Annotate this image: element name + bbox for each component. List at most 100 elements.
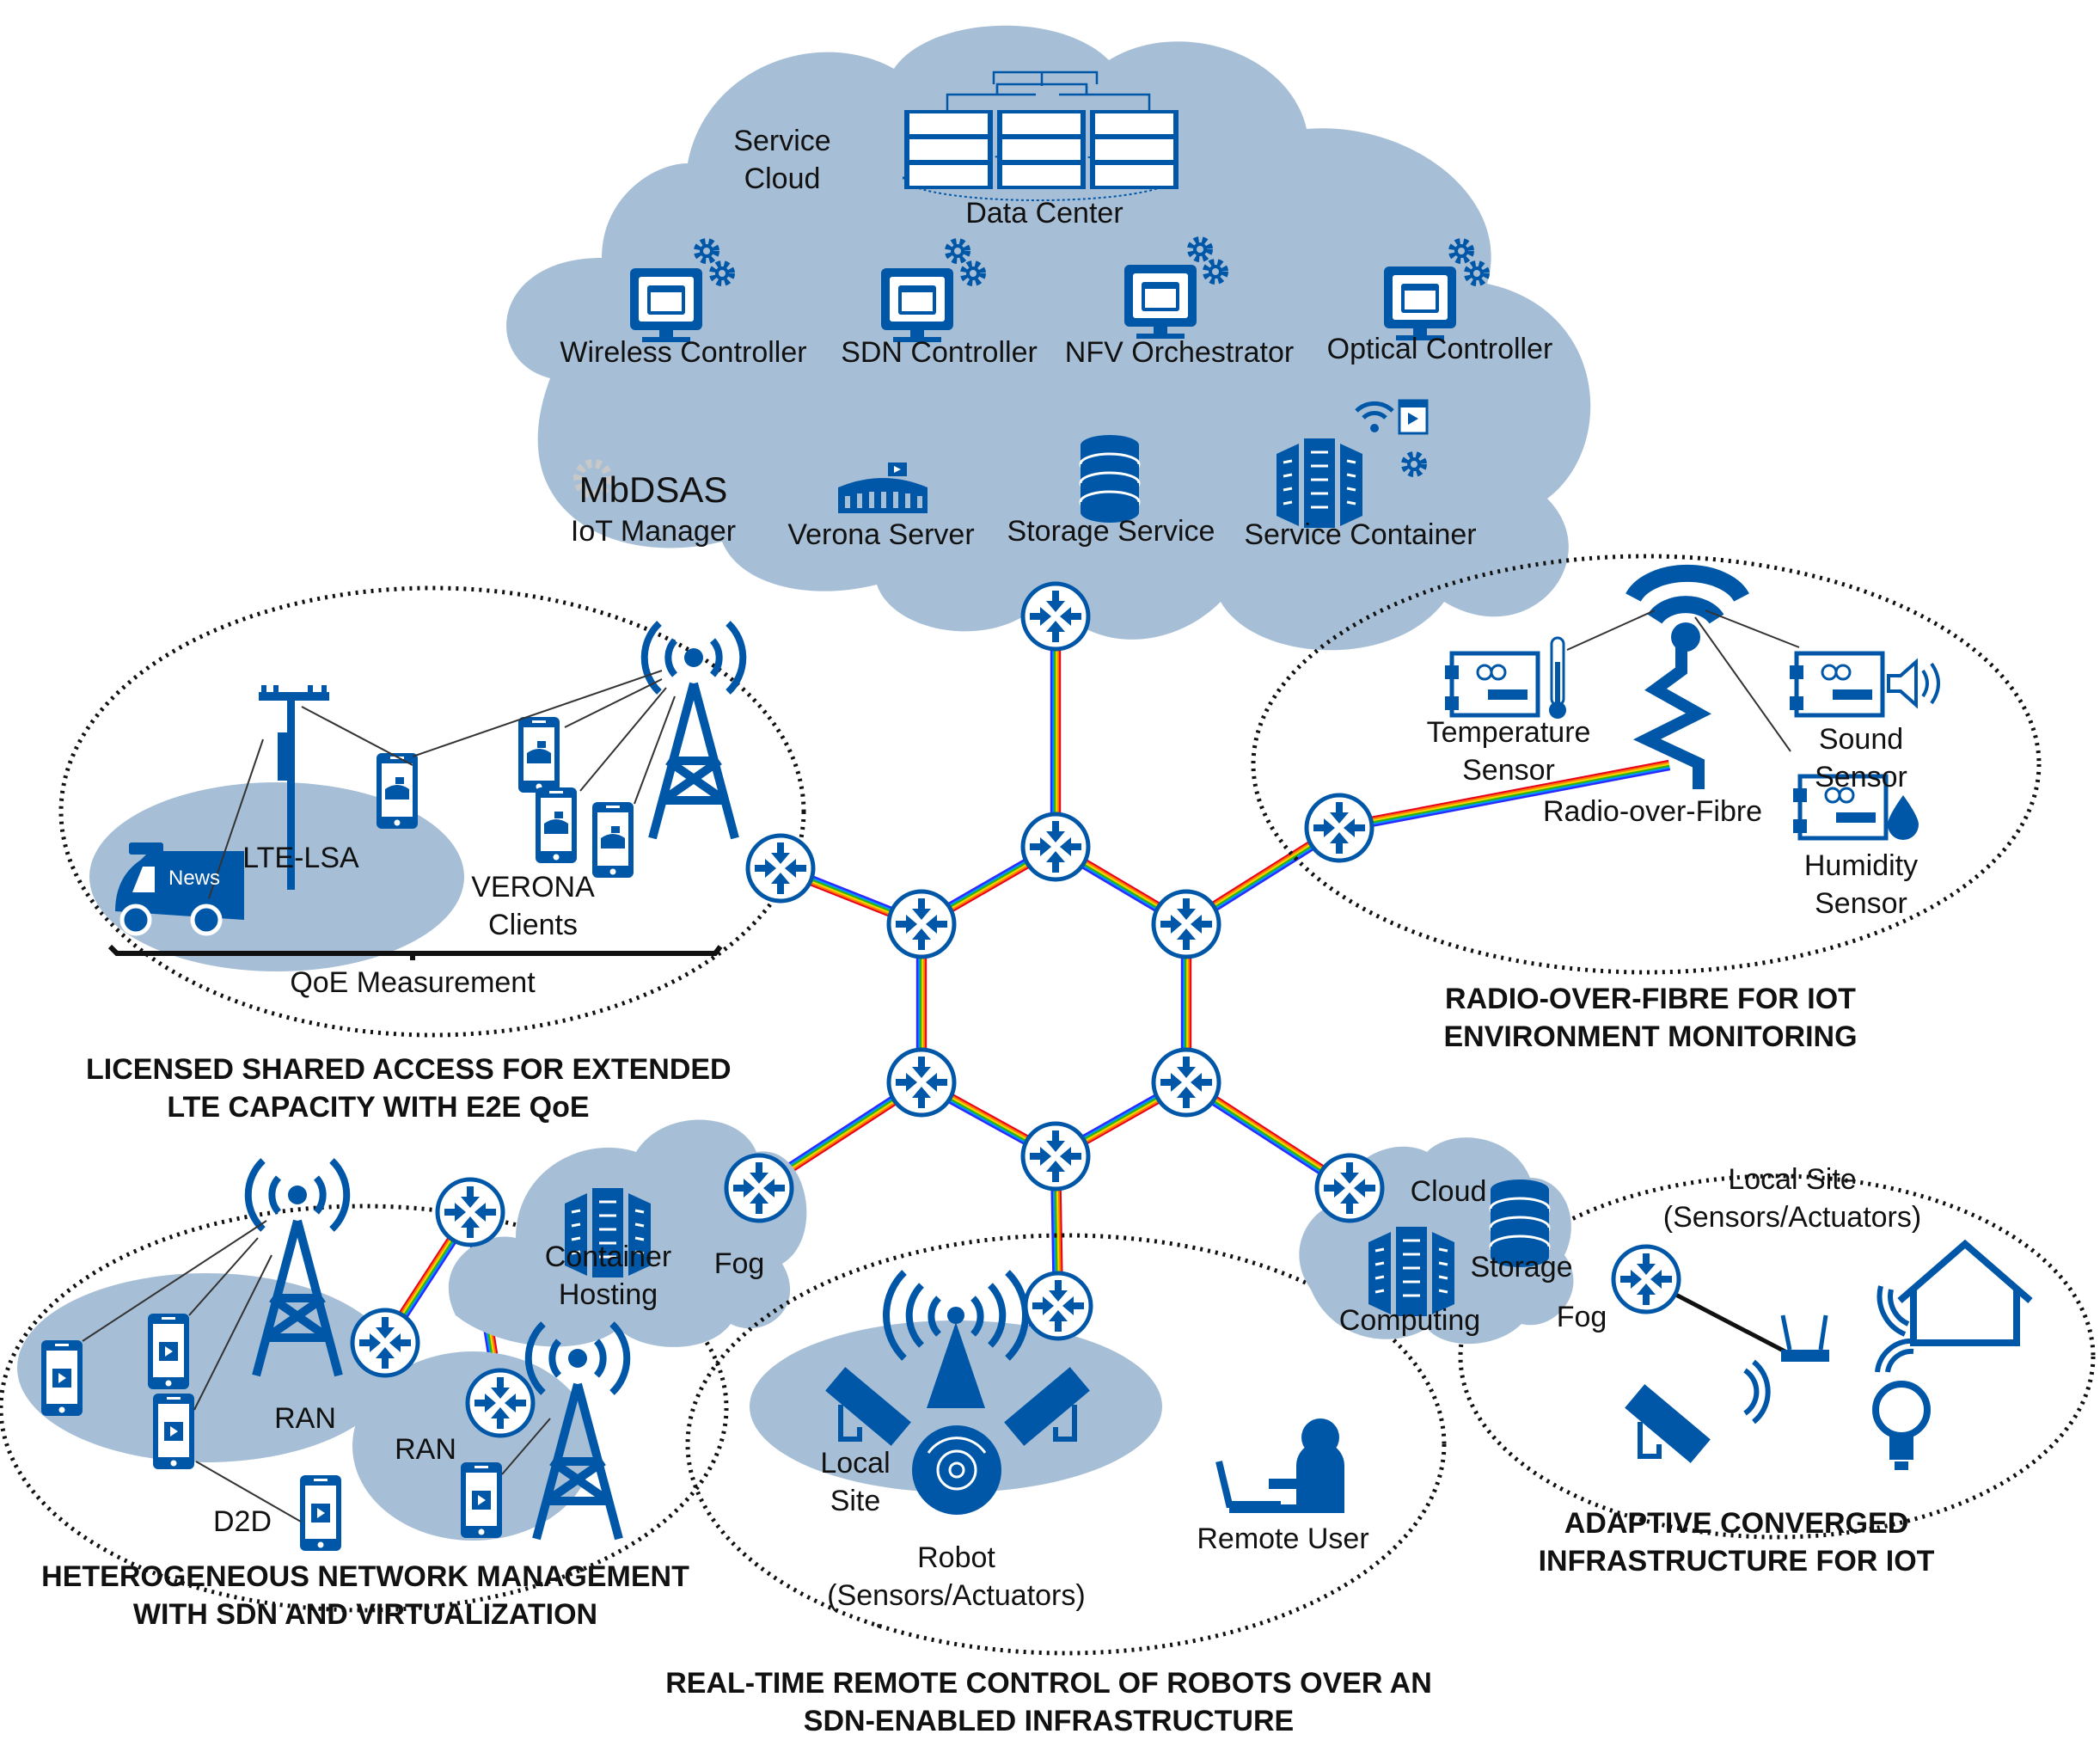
fiber-strand bbox=[1338, 764, 1670, 830]
robot-local-line2: Site bbox=[830, 1485, 881, 1517]
humidity-line1: Humidity bbox=[1803, 849, 1919, 882]
fog-label-left: Fog bbox=[713, 1247, 765, 1280]
rof-title-line2: ENVIRONMENT MONITORING bbox=[1443, 1020, 1858, 1053]
robot-icon bbox=[912, 1425, 1001, 1515]
aci-local-site-label: Local Site (Sensors/Actuators) bbox=[1650, 1161, 1934, 1236]
router-icon[interactable] bbox=[1154, 1050, 1219, 1115]
router-icon[interactable] bbox=[1317, 1155, 1382, 1221]
wireless-controller-label[interactable]: Wireless Controller bbox=[560, 336, 807, 369]
iot-manager-label[interactable]: IoT Manager bbox=[570, 515, 737, 548]
aci-local-line2: (Sensors/Actuators) bbox=[1662, 1201, 1922, 1234]
lte-section-title: LICENSED SHARED ACCESS FOR EXTENDED LTE … bbox=[86, 1051, 732, 1126]
rof-section bbox=[1251, 554, 2042, 975]
sound-sensor-label: Sound Sensor bbox=[1797, 720, 1926, 796]
router-icon[interactable] bbox=[748, 836, 813, 901]
hetnet-section-title: HETEROGENEOUS NETWORK MANAGEMENT WITH SD… bbox=[17, 1558, 713, 1633]
temperature-sensor-label: Temperature Sensor bbox=[1418, 714, 1599, 789]
speaker-icon bbox=[1887, 658, 1940, 709]
aci-cloud-label: Cloud bbox=[1410, 1175, 1487, 1208]
storage-service-label[interactable]: Storage Service bbox=[1007, 515, 1215, 548]
container-line2: Hosting bbox=[558, 1278, 658, 1311]
qoe-measurement-label: QoE Measurement bbox=[290, 966, 536, 999]
service-cloud-label-line2: Cloud bbox=[744, 162, 821, 195]
service-cloud-label: Service Cloud bbox=[731, 122, 834, 198]
radio-over-fibre-label: Radio-over-Fibre bbox=[1543, 795, 1763, 828]
news-van-icon bbox=[115, 842, 244, 936]
data-center-label: Data Center bbox=[965, 197, 1123, 230]
aci-local-line1: Local Site bbox=[1728, 1163, 1857, 1196]
router-icon[interactable] bbox=[468, 1370, 533, 1436]
security-camera-icon bbox=[1625, 1384, 1711, 1463]
router-icon[interactable] bbox=[1023, 814, 1088, 879]
storage-service-icon bbox=[1079, 433, 1141, 524]
fiber-strand bbox=[1338, 763, 1670, 829]
service-container-label[interactable]: Service Container bbox=[1244, 518, 1477, 551]
lte-title-line1: LICENSED SHARED ACCESS FOR EXTENDED bbox=[86, 1053, 732, 1086]
router-icon[interactable] bbox=[889, 1050, 954, 1115]
lte-lsa-pole-icon bbox=[259, 685, 329, 890]
robot-label: Robot (Sensors/Actuators) bbox=[808, 1539, 1105, 1614]
ran-label-1: RAN bbox=[274, 1402, 336, 1435]
sound-line2: Sensor bbox=[1815, 761, 1907, 793]
nfv-orchestrator-label[interactable]: NFV Orchestrator bbox=[1064, 336, 1295, 369]
hetnet-title-line2: WITH SDN AND VIRTUALIZATION bbox=[132, 1598, 598, 1631]
robot-local-line1: Local bbox=[820, 1447, 891, 1480]
aci-storage-label: Storage bbox=[1470, 1251, 1573, 1284]
optical-controller-label[interactable]: Optical Controller bbox=[1326, 333, 1553, 365]
antenna-icon bbox=[1626, 564, 1749, 789]
router-icon[interactable] bbox=[1307, 795, 1372, 861]
mbdsas-logo: MbDSAS bbox=[579, 469, 728, 510]
verona-server-label[interactable]: Verona Server bbox=[787, 518, 975, 551]
temperature-line1: Temperature bbox=[1426, 716, 1591, 749]
container-hosting-label: Container Hosting bbox=[524, 1238, 692, 1314]
humidity-sensor-label: Humidity Sensor bbox=[1784, 847, 1938, 922]
sound-line1: Sound bbox=[1818, 723, 1904, 756]
house-icon bbox=[1897, 1239, 2033, 1346]
remote-user-label: Remote User bbox=[1197, 1522, 1369, 1555]
fog-cloud-left bbox=[448, 1119, 807, 1347]
fiber-strand bbox=[1338, 759, 1669, 825]
rof-title-line1: RADIO-OVER-FIBRE FOR IOT bbox=[1445, 983, 1856, 1015]
verona-clients-line2: Clients bbox=[488, 909, 578, 941]
router-icon[interactable] bbox=[1023, 584, 1088, 649]
router-icon[interactable] bbox=[889, 891, 954, 957]
thermometer-icon bbox=[1549, 636, 1566, 719]
rof-section-title: RADIO-OVER-FIBRE FOR IOT ENVIRONMENT MON… bbox=[1418, 980, 1883, 1056]
news-van-label: News bbox=[168, 867, 220, 890]
service-cloud-label-line1: Service bbox=[733, 125, 831, 157]
robot-section bbox=[685, 1233, 1447, 1656]
fiber-strand bbox=[1339, 766, 1670, 832]
wifi-router-icon bbox=[1780, 1314, 1829, 1362]
data-center-icon bbox=[903, 70, 1179, 201]
arena-icon bbox=[838, 463, 928, 513]
lte-lsa-label: LTE-LSA bbox=[242, 842, 359, 874]
aci-fog-label: Fog bbox=[1556, 1301, 1607, 1333]
lte-section bbox=[58, 585, 806, 1038]
lte-title-line2: LTE CAPACITY WITH E2E QoE bbox=[167, 1091, 590, 1124]
router-icon[interactable] bbox=[1026, 1273, 1091, 1339]
robot-wifi-tower-icon bbox=[882, 1270, 1030, 1408]
robot-section-title: REAL-TIME REMOTE CONTROL OF ROBOTS OVER … bbox=[653, 1664, 1444, 1740]
router-icon[interactable] bbox=[352, 1310, 418, 1375]
fiber-strand bbox=[1338, 761, 1669, 827]
router-icon[interactable] bbox=[1023, 1124, 1088, 1189]
temperature-line2: Sensor bbox=[1462, 754, 1555, 787]
light-bulb-icon bbox=[1872, 1381, 1931, 1470]
router-icon[interactable] bbox=[438, 1179, 503, 1245]
robot-title-line1: REAL-TIME REMOTE CONTROL OF ROBOTS OVER … bbox=[665, 1667, 1432, 1700]
humidity-line2: Sensor bbox=[1815, 887, 1907, 920]
robot-line1: Robot bbox=[917, 1541, 995, 1574]
router-icon[interactable] bbox=[1613, 1247, 1679, 1312]
container-line1: Container bbox=[544, 1241, 672, 1273]
service-container-icon bbox=[1275, 399, 1429, 530]
water-drop-icon bbox=[1888, 795, 1919, 840]
ran-label-2: RAN bbox=[395, 1433, 456, 1466]
wifi-icon bbox=[1355, 401, 1394, 432]
router-icon[interactable] bbox=[726, 1155, 792, 1221]
aci-section-title: ADAPTIVE CONVERGED INFRASTRUCTURE FOR IO… bbox=[1513, 1504, 1960, 1580]
router-icon[interactable] bbox=[1154, 891, 1219, 957]
sdn-controller-label[interactable]: SDN Controller bbox=[841, 336, 1038, 369]
robot-line2: (Sensors/Actuators) bbox=[827, 1579, 1086, 1612]
d2d-label: D2D bbox=[212, 1505, 272, 1538]
